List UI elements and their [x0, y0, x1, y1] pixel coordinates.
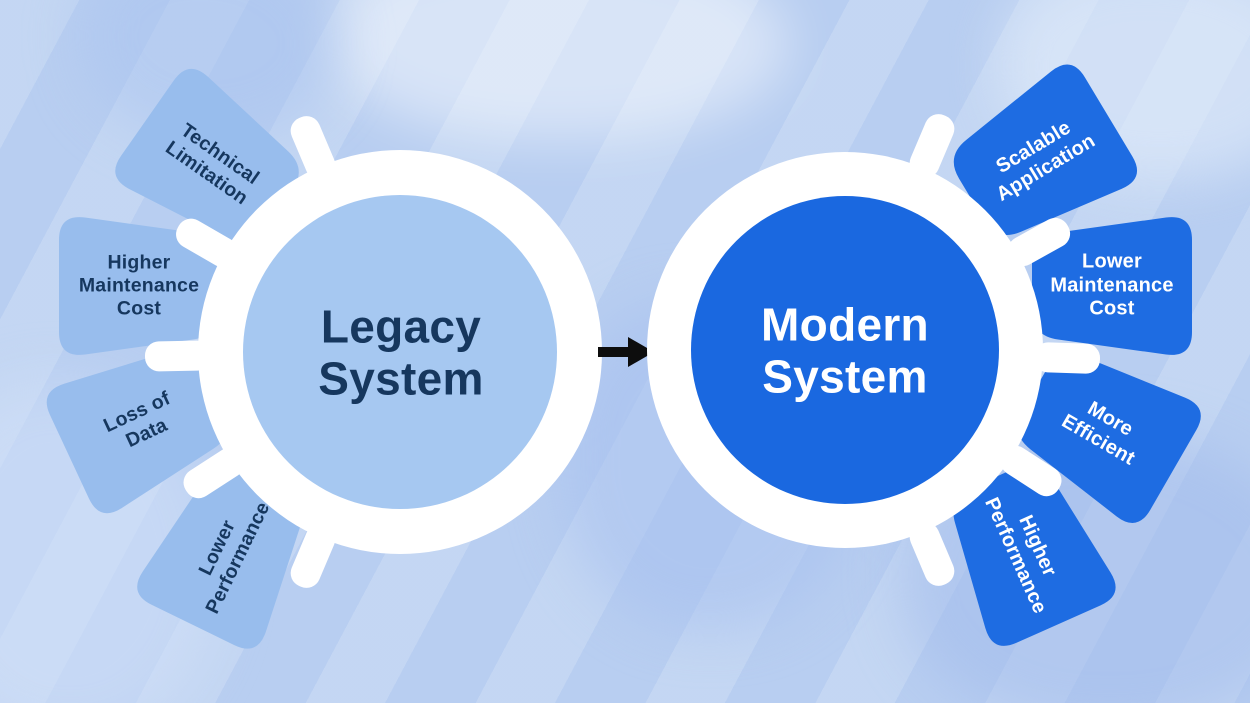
modern-circle — [691, 196, 999, 504]
arrow-icon — [598, 337, 654, 367]
modern-system-group — [647, 57, 1208, 653]
legacy-system-group — [40, 61, 602, 656]
modern-ring-stub — [1033, 341, 1101, 375]
legacy-circle — [243, 195, 557, 509]
